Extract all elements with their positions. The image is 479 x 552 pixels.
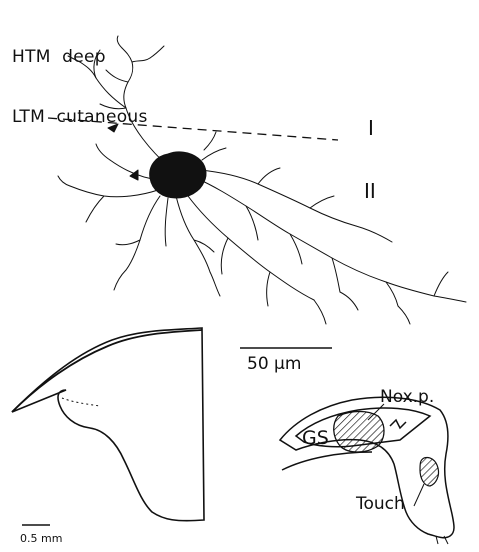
dotted-lamina-line bbox=[62, 398, 100, 406]
lamina-i-label: I bbox=[368, 116, 374, 140]
caption-line-htm: HTM deep bbox=[12, 47, 148, 67]
caption-line-ltm: LTM cutaneous bbox=[12, 107, 148, 127]
dorsal-horn-section bbox=[12, 328, 204, 521]
section-scale-label: 0.5 mm bbox=[20, 532, 62, 545]
touch-leader bbox=[414, 484, 424, 506]
wavy-line bbox=[390, 420, 406, 428]
dorsal-horn-outline bbox=[12, 328, 204, 521]
hatched-nox-region bbox=[334, 412, 384, 453]
hatched-touch-region bbox=[420, 457, 439, 486]
nox-p-label: Nox.p. bbox=[380, 387, 434, 407]
right-dendrites bbox=[188, 132, 466, 324]
neuron-soma bbox=[150, 152, 206, 198]
lamina-ii-label: II bbox=[364, 179, 376, 203]
figure-caption: HTM deep LTM cutaneous bbox=[12, 7, 148, 167]
axon-arrow-lower bbox=[130, 170, 138, 180]
ventral-curve bbox=[282, 452, 372, 470]
neuron-scale-label: 50 μm bbox=[247, 354, 301, 374]
gs-label: GS bbox=[302, 427, 329, 449]
touch-label: Touch bbox=[355, 494, 405, 514]
dorsal-horn-regions bbox=[280, 397, 454, 544]
